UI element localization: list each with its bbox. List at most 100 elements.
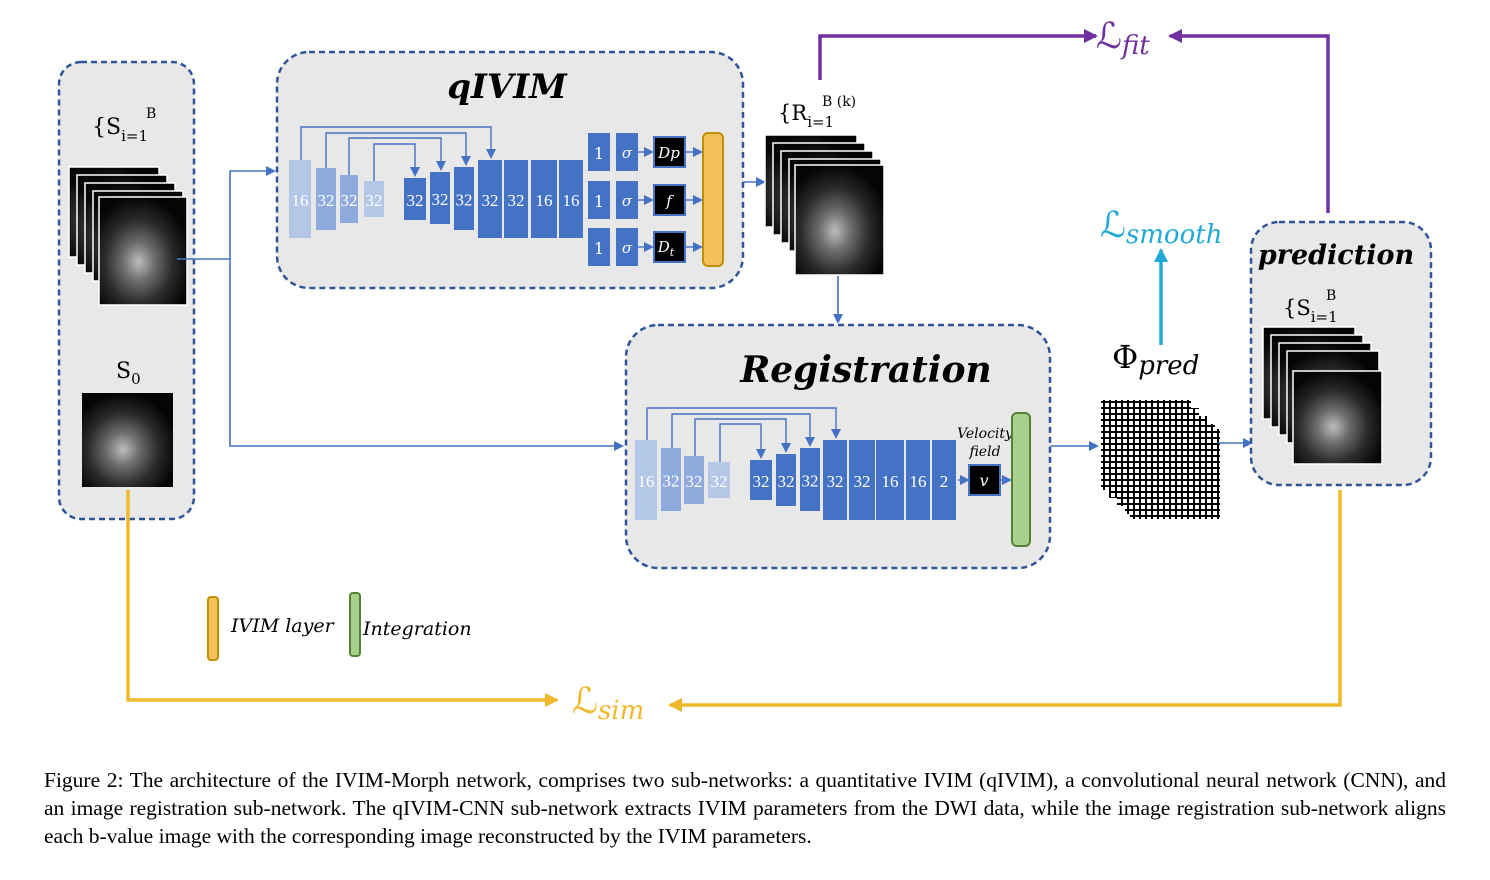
registration-layer-label: 16	[638, 472, 655, 491]
qivim-layer-label: 32	[366, 191, 383, 210]
deformation-field-stack	[1101, 400, 1220, 519]
recon-image-stack	[764, 134, 885, 276]
ivim-layer-block	[702, 132, 724, 267]
fit-loss-arrow-left	[818, 29, 1098, 80]
legend-ivim-label: IVIM layer	[230, 615, 336, 637]
head-output-f: f	[665, 192, 674, 210]
qivim-head-dt: 1 σ Dt	[588, 228, 703, 266]
qivim-head-dp: 1 σ Dp	[588, 133, 703, 171]
skip-connection-arrow	[719, 423, 766, 462]
qivim-layer-block	[289, 160, 311, 238]
skip-connection-arrow	[694, 418, 791, 456]
registration-layer-label: 32	[663, 472, 680, 491]
registration-layer-label: 16	[910, 472, 927, 491]
qivim-layer-label: 16	[292, 191, 309, 210]
legend-integration-swatch	[349, 592, 361, 657]
registration-layer-label: 32	[854, 472, 871, 491]
legend-integration-label: Integration	[362, 618, 472, 640]
registration-layer-label: 32	[802, 472, 819, 491]
head-one-label: 1	[594, 239, 604, 258]
legend-ivim-swatch	[207, 596, 219, 661]
prediction-set-sup: B	[1326, 288, 1336, 304]
qivim-layer-label: 32	[432, 190, 449, 209]
qivim-layer-block	[478, 160, 502, 238]
skip-connection-arrow	[671, 413, 815, 448]
skip-connection-arrow	[646, 407, 841, 440]
velocity-label-line2: field	[968, 444, 1000, 460]
registration-layer-block	[906, 440, 930, 520]
registration-layer-label: 32	[711, 472, 728, 491]
head-sigma-label: σ	[622, 239, 633, 257]
registration-layer-block	[800, 448, 820, 511]
registration-layer-block	[876, 440, 904, 520]
registration-layer-block	[932, 440, 956, 520]
registration-layer-label: 32	[753, 472, 770, 491]
registration-layer-label: 32	[778, 472, 795, 491]
skip-connection-arrow	[373, 143, 420, 181]
integration-block	[1011, 412, 1031, 547]
prediction-set-label: {Si=1	[1283, 296, 1338, 326]
sim-loss-label: ℒsim	[572, 681, 644, 726]
qivim-layer-label: 32	[482, 191, 499, 210]
registration-layer-block	[684, 456, 704, 504]
qivim-layer-label: 16	[536, 191, 553, 210]
input-to-qivim-arrow	[177, 166, 276, 260]
prediction-title: prediction	[1258, 240, 1414, 271]
registration-layer-block	[849, 440, 875, 520]
figure-caption: Figure 2: The architecture of the IVIM-M…	[44, 768, 1446, 848]
head-one-label: 1	[594, 192, 604, 211]
sim-loss-arrow-left	[126, 490, 559, 707]
qivim-layer-label: 32	[456, 191, 473, 210]
s0-label: S0	[116, 359, 141, 388]
registration-layer-label: 2	[940, 472, 949, 491]
qivim-layer-block	[504, 160, 528, 238]
sim-loss-arrow-right	[668, 490, 1342, 712]
registration-layer-block	[708, 462, 730, 498]
registration-title: Registration	[739, 349, 991, 391]
qivim-layer-block	[430, 172, 450, 224]
head-output-dt: Dt	[657, 238, 675, 259]
registration-layer-block	[750, 460, 772, 500]
input-image-stack	[68, 166, 188, 306]
registration-layer-label: 32	[827, 472, 844, 491]
head-output-dp: Dp	[657, 144, 680, 162]
qivim-layer-block	[404, 178, 426, 220]
registration-layer-block	[661, 448, 681, 511]
qivim-layer-block	[340, 175, 358, 223]
registration-layer-block	[776, 454, 796, 506]
qivim-layer-block	[454, 167, 474, 230]
legend: IVIM layer Integration	[207, 592, 472, 661]
recon-set-sup: B (k)	[822, 94, 856, 110]
prediction-image-stack	[1262, 326, 1383, 465]
velocity-label-line1: Velocity	[957, 426, 1014, 442]
qivim-layer-block	[364, 181, 384, 217]
fit-loss-arrow-right	[1168, 29, 1330, 213]
registration-layer-block	[823, 440, 847, 520]
qivim-title: qIVIM	[447, 67, 568, 107]
smooth-loss-label: ℒsmooth	[1100, 205, 1222, 250]
qivim-skip-connections	[300, 126, 496, 181]
registration-layer-label: 16	[882, 472, 899, 491]
fit-loss-label: ℒfit	[1096, 16, 1150, 61]
registration-skip-connections	[646, 407, 841, 462]
qivim-layer-label: 32	[341, 191, 358, 210]
skip-connection-arrow	[300, 126, 496, 160]
input-set-label: {Si=1	[92, 115, 148, 145]
registration-layer-block	[635, 440, 657, 520]
qivim-layer-block	[531, 160, 557, 238]
qivim-layer-label: 32	[508, 191, 525, 210]
skip-connection-arrow	[348, 137, 446, 175]
qivim-layer-block	[559, 160, 583, 238]
qivim-layer-label: 16	[563, 191, 580, 210]
input-set-sup: B	[146, 106, 156, 122]
head-sigma-label: σ	[622, 192, 633, 210]
qivim-head-f: 1 σ f	[588, 181, 703, 219]
head-one-label: 1	[594, 144, 604, 163]
phi-pred-label: Φpred	[1112, 338, 1199, 381]
input-to-registration-arrow	[229, 259, 624, 451]
s0-image	[82, 393, 173, 487]
qivim-layer-label: 32	[407, 191, 424, 210]
